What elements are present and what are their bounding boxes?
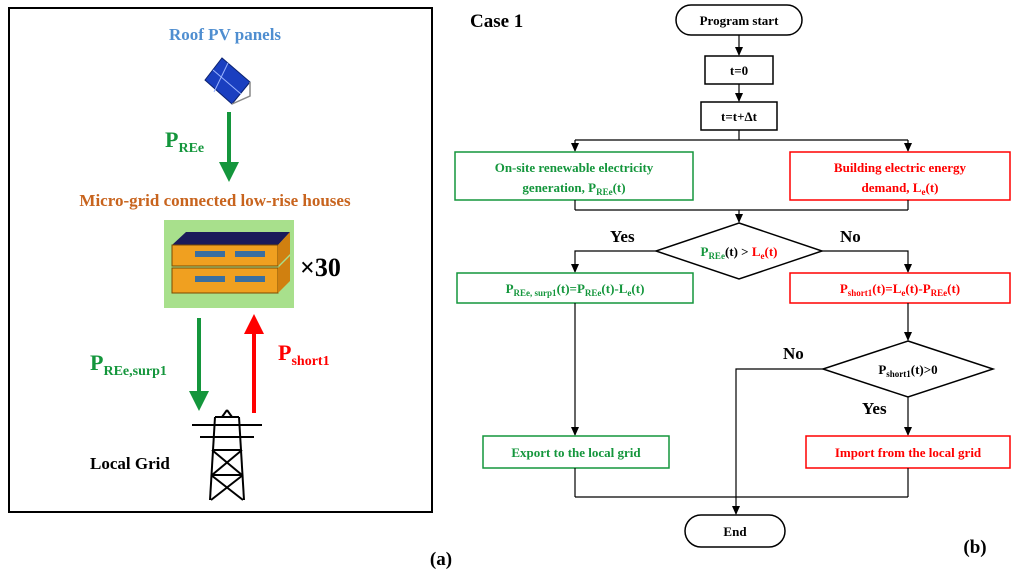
export-text: Export to the local grid — [511, 445, 641, 460]
start-text: Program start — [700, 13, 779, 28]
transmission-tower-icon — [192, 409, 262, 501]
arrow-no2-end — [732, 368, 823, 515]
panel-a-letter: (a) — [430, 549, 452, 570]
decision2-text: Pshort1(t)>0 — [878, 362, 937, 379]
houses-label: Micro-grid connected low-rise houses — [79, 191, 351, 210]
tinc-text: t=t+Δt — [721, 109, 758, 124]
no1-label: No — [840, 227, 861, 246]
shortage-text: Pshort1(t)=Le(t)-PREe(t) — [840, 281, 960, 298]
generation-line2: generation, PREe(t) — [522, 180, 625, 197]
import-text: Import from the local grid — [835, 445, 982, 460]
panel-a-frame — [8, 7, 433, 513]
end-text: End — [723, 524, 747, 539]
no2-label: No — [783, 344, 804, 363]
shortage-node — [789, 272, 1011, 304]
end-node — [684, 514, 786, 548]
solar-panel-icon — [204, 57, 251, 105]
panel-b-letter: (b) — [963, 537, 986, 558]
t0-text: t=0 — [730, 63, 748, 78]
local-grid-label: Local Grid — [90, 454, 170, 473]
generation-node — [454, 151, 694, 201]
houses-image — [164, 220, 294, 308]
export-node — [482, 435, 670, 469]
pree-arrow-head — [219, 162, 239, 182]
roof-pv-title: Roof PV panels — [169, 25, 281, 44]
demand-line2: demand, Le(t) — [862, 180, 939, 197]
p-surp-label: PREe,surp1 — [90, 350, 167, 379]
multiplier-label: ×30 — [300, 253, 341, 282]
yes2-label: Yes — [862, 399, 887, 418]
p-ree-label: PREe — [165, 127, 204, 156]
yes1-label: Yes — [610, 227, 635, 246]
tinc-node — [700, 101, 778, 131]
demand-node — [789, 151, 1011, 201]
decision1-text: PREe(t) > Le(t) — [700, 244, 777, 261]
p-short-label: Pshort1 — [278, 340, 330, 369]
arrow-no1 — [822, 250, 912, 273]
arrow-yes1 — [571, 250, 656, 273]
surplus-text: PREe, surp1(t)=PREe(t)-Le(t) — [506, 281, 645, 298]
demand-line1: Building electric energy — [834, 160, 967, 175]
generation-line1: On-site renewable electricity — [495, 160, 654, 175]
surplus-node — [456, 272, 694, 304]
short-arrow-head — [244, 314, 264, 334]
case-label: Case 1 — [470, 11, 523, 32]
decision1-node — [653, 222, 825, 280]
surplus-arrow-head — [189, 391, 209, 411]
